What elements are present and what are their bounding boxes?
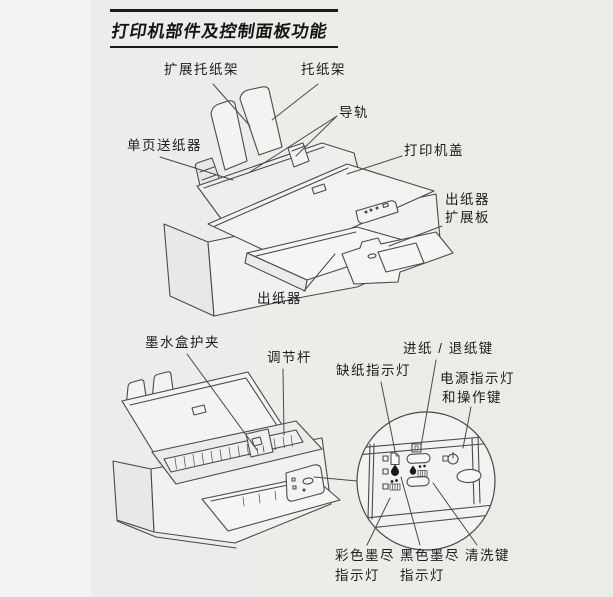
- label-color-ink-out-line1: 彩色墨尽: [335, 548, 395, 563]
- label-output-tray-extension-line2: 扩展板: [445, 210, 490, 225]
- bottom-leader-lines: [186, 353, 478, 546]
- label-power-light-line2: 和操作键: [442, 390, 502, 405]
- magnifier-connector-line: [313, 476, 358, 482]
- ink-cartridge-clamp-illustration: [245, 428, 274, 458]
- color-ink-out-light-square: [382, 483, 389, 490]
- load-eject-button-icon: [406, 443, 431, 464]
- label-color-ink-out-line2: 指示灯: [335, 568, 380, 583]
- page-title: 打印机部件及控制面板功能: [110, 9, 338, 48]
- black-ink-out-light-square: [382, 468, 389, 475]
- extended-paper-support-illustration: [210, 100, 248, 171]
- label-sheet-feeder: 单页送纸器: [127, 138, 202, 153]
- label-ink-cartridge-clamp: 墨水盒护夹: [145, 335, 220, 350]
- label-output-tray: 出纸器: [257, 291, 302, 306]
- label-printer-cover: 打印机盖: [404, 143, 464, 158]
- label-power-light-line1: 电源指示灯: [440, 371, 515, 386]
- top-printer-illustration: [163, 86, 454, 317]
- top-printer-control-panel: [355, 200, 399, 224]
- paper-support-illustration: [239, 86, 283, 156]
- label-paper-out-light: 缺纸指示灯: [336, 363, 411, 378]
- label-extended-paper-support: 扩展托纸架: [164, 62, 239, 77]
- printer-cover-illustration: [207, 163, 435, 260]
- control-panel-detail: [357, 435, 495, 530]
- label-cleaning-button: 清洗键: [465, 548, 510, 563]
- color-ink-out-light-icon: [389, 479, 401, 491]
- cleaning-button-icon: [406, 464, 495, 487]
- label-black-ink-out-line1: 黑色墨尽: [400, 548, 460, 563]
- bottom-printer-illustration: [112, 371, 341, 549]
- bottom-printer-control-panel: [285, 464, 325, 502]
- paper-out-light-icon: [390, 452, 400, 466]
- power-light-icon: [447, 451, 459, 465]
- label-paper-support: 托纸架: [301, 62, 346, 77]
- label-edge-guide: 导轨: [339, 105, 369, 120]
- label-load-eject-button: 进纸 / 退纸键: [403, 341, 494, 356]
- output-tray-extension-illustration: [341, 231, 454, 285]
- paper-out-light-square: [382, 455, 389, 462]
- operate-button-icon: [456, 468, 482, 484]
- top-leader-lines: [159, 83, 443, 292]
- label-output-tray-extension-line1: 出纸器: [445, 192, 490, 207]
- label-adjust-lever: 调节杆: [267, 350, 312, 365]
- label-black-ink-out-line2: 指示灯: [400, 568, 445, 583]
- black-ink-out-light-icon: [391, 464, 399, 476]
